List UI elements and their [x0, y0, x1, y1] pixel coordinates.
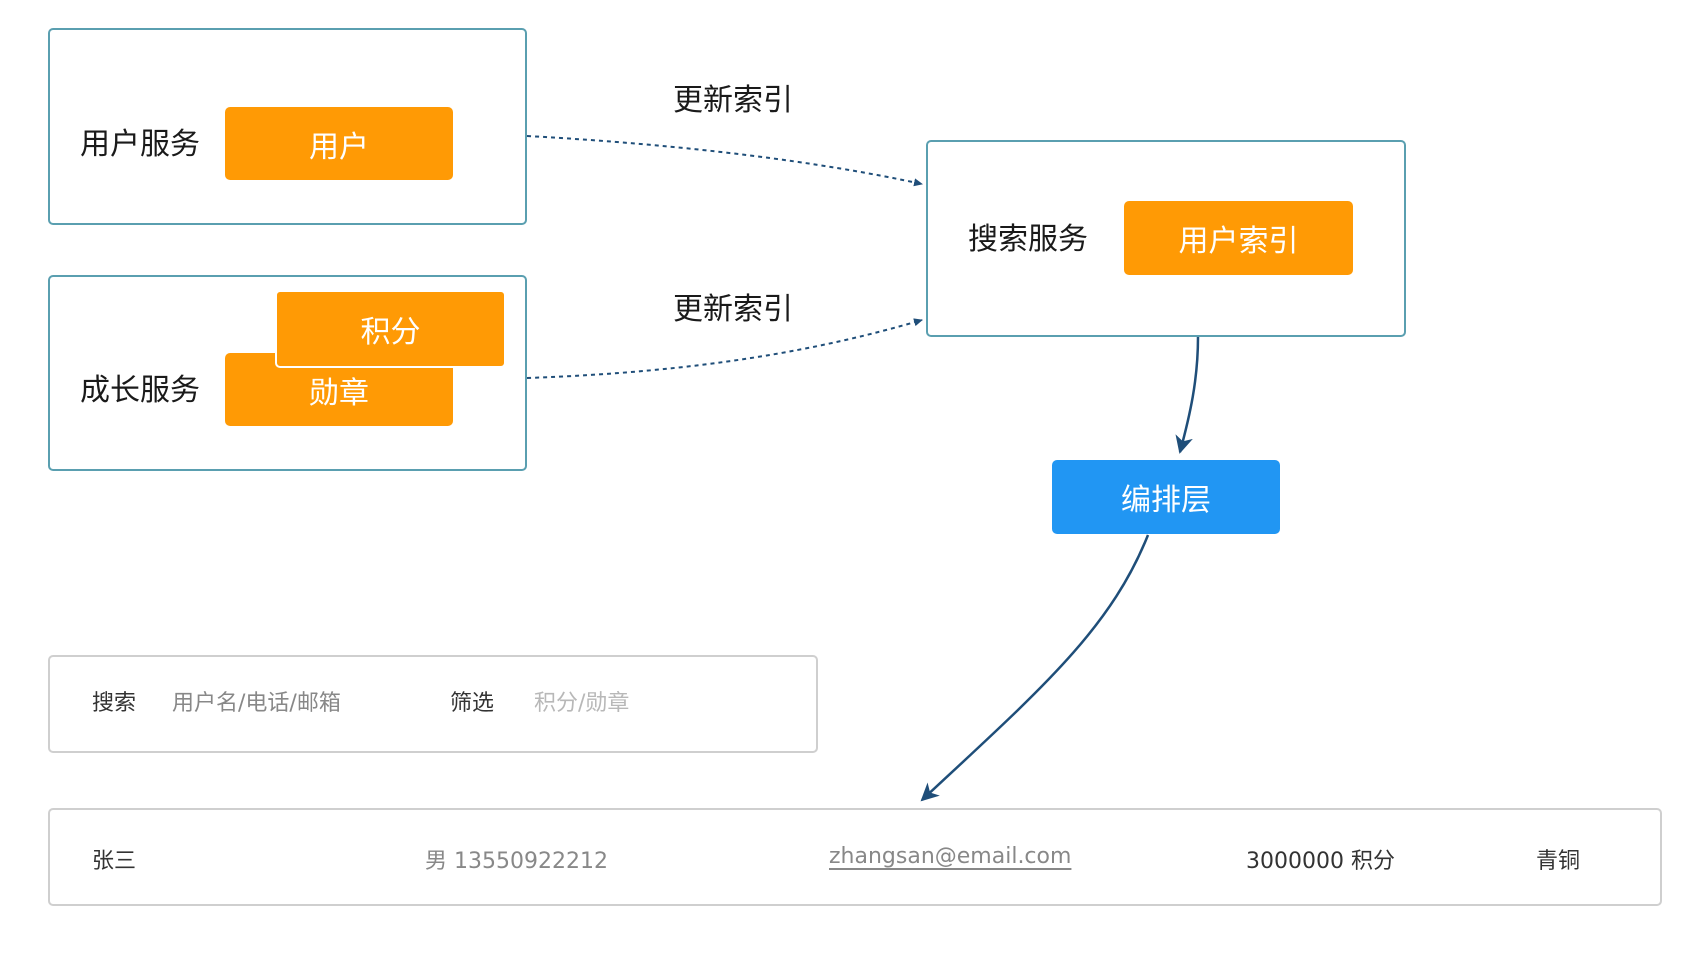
search-panel	[48, 655, 818, 753]
edge-label-update-index-2: 更新索引	[673, 292, 793, 327]
search-label: 搜索	[92, 691, 137, 716]
search-input[interactable]: 用户名/电话/邮箱	[172, 691, 341, 716]
result-email-link[interactable]: zhangsan@email.com	[829, 844, 1072, 869]
result-gender-phone: 男 13550922212	[425, 849, 608, 874]
result-row	[48, 808, 1662, 906]
edge-orchestration-to-result	[920, 534, 1150, 802]
growth-service-label: 成长服务	[80, 373, 200, 408]
edge-label-update-index-1: 更新索引	[673, 83, 793, 118]
search-service-label: 搜索服务	[968, 222, 1088, 257]
points-chip: 积分	[275, 290, 506, 368]
result-name: 张三	[92, 849, 137, 874]
result-level: 青铜	[1536, 849, 1581, 874]
edge-user-to-search	[526, 135, 923, 187]
user-service-label: 用户服务	[80, 127, 200, 162]
filter-label: 筛选	[450, 691, 495, 716]
user-index-chip: 用户索引	[1124, 201, 1353, 275]
edge-growth-to-search	[526, 318, 923, 379]
result-points: 3000000 积分	[1246, 849, 1395, 874]
user-chip: 用户	[225, 107, 453, 180]
orchestration-layer: 编排层	[1052, 460, 1280, 534]
filter-input[interactable]: 积分/勋章	[534, 691, 630, 716]
edge-search-to-orchestration	[1175, 336, 1200, 454]
